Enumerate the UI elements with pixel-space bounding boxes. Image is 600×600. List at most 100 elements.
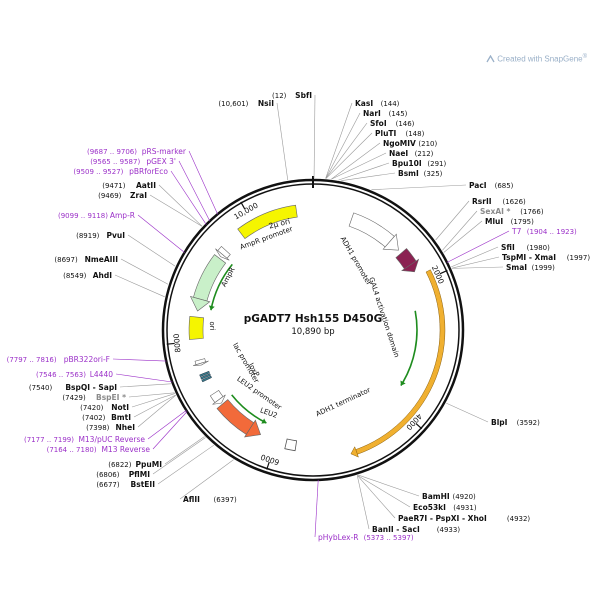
feature-ampr bbox=[189, 254, 227, 312]
site-leader bbox=[443, 220, 483, 253]
primer-range: (1904 .. 1923) bbox=[527, 228, 577, 236]
feature-orf-arc bbox=[350, 269, 446, 458]
orf-gal4 bbox=[400, 310, 418, 387]
site-leader bbox=[435, 200, 470, 241]
site-position: (1795) bbox=[511, 218, 535, 226]
primer-site: T7(1904 .. 1923) bbox=[446, 227, 577, 263]
primer-name: pRS-marker bbox=[142, 147, 187, 156]
site-leader bbox=[158, 184, 203, 227]
site-leader bbox=[313, 94, 316, 179]
site-leader bbox=[119, 383, 171, 388]
primer-site: Amp-R(9099 .. 9118) bbox=[58, 211, 185, 253]
site-leader bbox=[325, 132, 373, 179]
primer-leader bbox=[152, 411, 188, 450]
site-position: (144) bbox=[381, 100, 400, 108]
snapgene-logo-icon bbox=[486, 54, 495, 63]
restriction-site: Bpu10I(291) bbox=[338, 159, 446, 181]
feature-adh1-terminator bbox=[284, 438, 298, 452]
primer-site: M13/pUC Reverse (7177 .. 7199) bbox=[24, 410, 187, 444]
snapgene-credit: Created with SnapGene® bbox=[486, 54, 587, 64]
site-name: Eco53kI bbox=[413, 503, 446, 512]
primer-name: Amp-R bbox=[110, 211, 135, 220]
primer-leader bbox=[170, 170, 207, 225]
ruler-tick bbox=[415, 422, 423, 430]
label-ampr: AmpR bbox=[220, 266, 237, 288]
restriction-site: NmeAIII(8697) bbox=[54, 255, 169, 285]
site-name: TspMI - XmaI bbox=[502, 253, 556, 262]
site-leader bbox=[131, 393, 176, 408]
site-position: (7540) bbox=[29, 384, 53, 392]
site-position: (7398) bbox=[86, 424, 110, 432]
site-leader bbox=[276, 102, 289, 181]
primer-site: pGEX 3'(9565 .. 9587) bbox=[90, 157, 211, 222]
restriction-site: PacI (685) bbox=[371, 181, 514, 191]
feature-leu2-promoter bbox=[209, 389, 226, 405]
primer-name: M13/pUC Reverse bbox=[78, 435, 145, 444]
site-name: BamHI bbox=[422, 492, 450, 501]
primer-site: pRS-marker(9687 .. 9706) bbox=[87, 147, 218, 215]
primer-leader bbox=[137, 214, 185, 253]
site-leader bbox=[357, 475, 411, 508]
restriction-site: NaeI (212) bbox=[331, 149, 434, 180]
ruler-tick-label: 8000 bbox=[172, 333, 183, 353]
site-position: (1980) bbox=[527, 244, 551, 252]
site-name: AatII bbox=[136, 181, 156, 190]
site-position: (1997) bbox=[567, 254, 591, 262]
feature-loxp bbox=[199, 370, 212, 383]
site-position: (685) bbox=[495, 182, 514, 190]
site-leader bbox=[120, 258, 169, 285]
primer-range: (9509 .. 9527) bbox=[73, 168, 123, 176]
site-leader bbox=[451, 256, 500, 269]
primer-leader bbox=[112, 358, 167, 362]
site-leader bbox=[446, 402, 489, 423]
site-name: NgoMIV bbox=[383, 139, 416, 148]
site-name: PvuI bbox=[106, 231, 125, 240]
site-leader bbox=[127, 234, 176, 267]
restriction-site: PflMI(6806) bbox=[96, 437, 206, 479]
ruler-tick bbox=[166, 342, 175, 345]
site-position: (7429) bbox=[62, 394, 86, 402]
restriction-site: MluI(1795) bbox=[443, 217, 535, 253]
primer-range: (7177 .. 7199) bbox=[24, 436, 74, 444]
feature-ori bbox=[188, 315, 205, 340]
primer-name: pBRforEco bbox=[129, 167, 168, 176]
site-leader bbox=[164, 436, 205, 465]
site-name: PaeR7I - PspXI - XhoI bbox=[398, 514, 487, 523]
site-position: (9471) bbox=[102, 182, 126, 190]
site-name: KasI bbox=[355, 99, 373, 108]
restriction-site: ZraI(9469) bbox=[98, 191, 203, 227]
primer-site: L4440(7546 .. 7563) bbox=[36, 370, 173, 383]
site-name: NotI bbox=[111, 403, 129, 412]
site-leader bbox=[356, 475, 370, 530]
site-leader bbox=[128, 392, 175, 398]
feature-lac-promoter bbox=[193, 358, 209, 366]
site-position: (12) bbox=[272, 92, 287, 100]
site-position: (7402) bbox=[82, 414, 106, 422]
site-position: (212) bbox=[415, 150, 434, 158]
site-name: NaeI bbox=[389, 149, 408, 158]
site-position: (8549) bbox=[63, 272, 87, 280]
site-name: NheI bbox=[116, 423, 136, 432]
restriction-site: BspQI - SapI(7540) bbox=[29, 383, 171, 392]
primer-name: L4440 bbox=[90, 370, 113, 379]
restriction-site: PpuMI(6822) bbox=[108, 436, 205, 469]
site-name: BmtI bbox=[111, 413, 131, 422]
primer-leader bbox=[446, 230, 510, 263]
plasmid-name: pGADT7 Hsh155 D450G bbox=[244, 313, 382, 325]
site-name: PacI bbox=[469, 181, 487, 190]
label-adh1-terminator: ADH1 terminator bbox=[315, 386, 372, 418]
restriction-site: BanII - SacI(4933) bbox=[356, 475, 460, 534]
site-position: (8697) bbox=[54, 256, 78, 264]
restriction-site: BspEI *(7429) bbox=[62, 392, 175, 402]
site-name: SbfI bbox=[295, 91, 312, 100]
site-name: SmaI bbox=[506, 263, 527, 272]
site-position: (4931) bbox=[453, 504, 477, 512]
restriction-site: NheI (7398) bbox=[86, 395, 176, 432]
restriction-site: NotI(7420) bbox=[80, 393, 176, 412]
restriction-site: BstEII(6677) bbox=[96, 444, 214, 489]
primer-range: (7164 .. 7180) bbox=[47, 446, 97, 454]
feature-leu2 bbox=[216, 399, 261, 438]
restriction-site: NarI(145) bbox=[325, 109, 408, 179]
site-position: (9469) bbox=[98, 192, 122, 200]
